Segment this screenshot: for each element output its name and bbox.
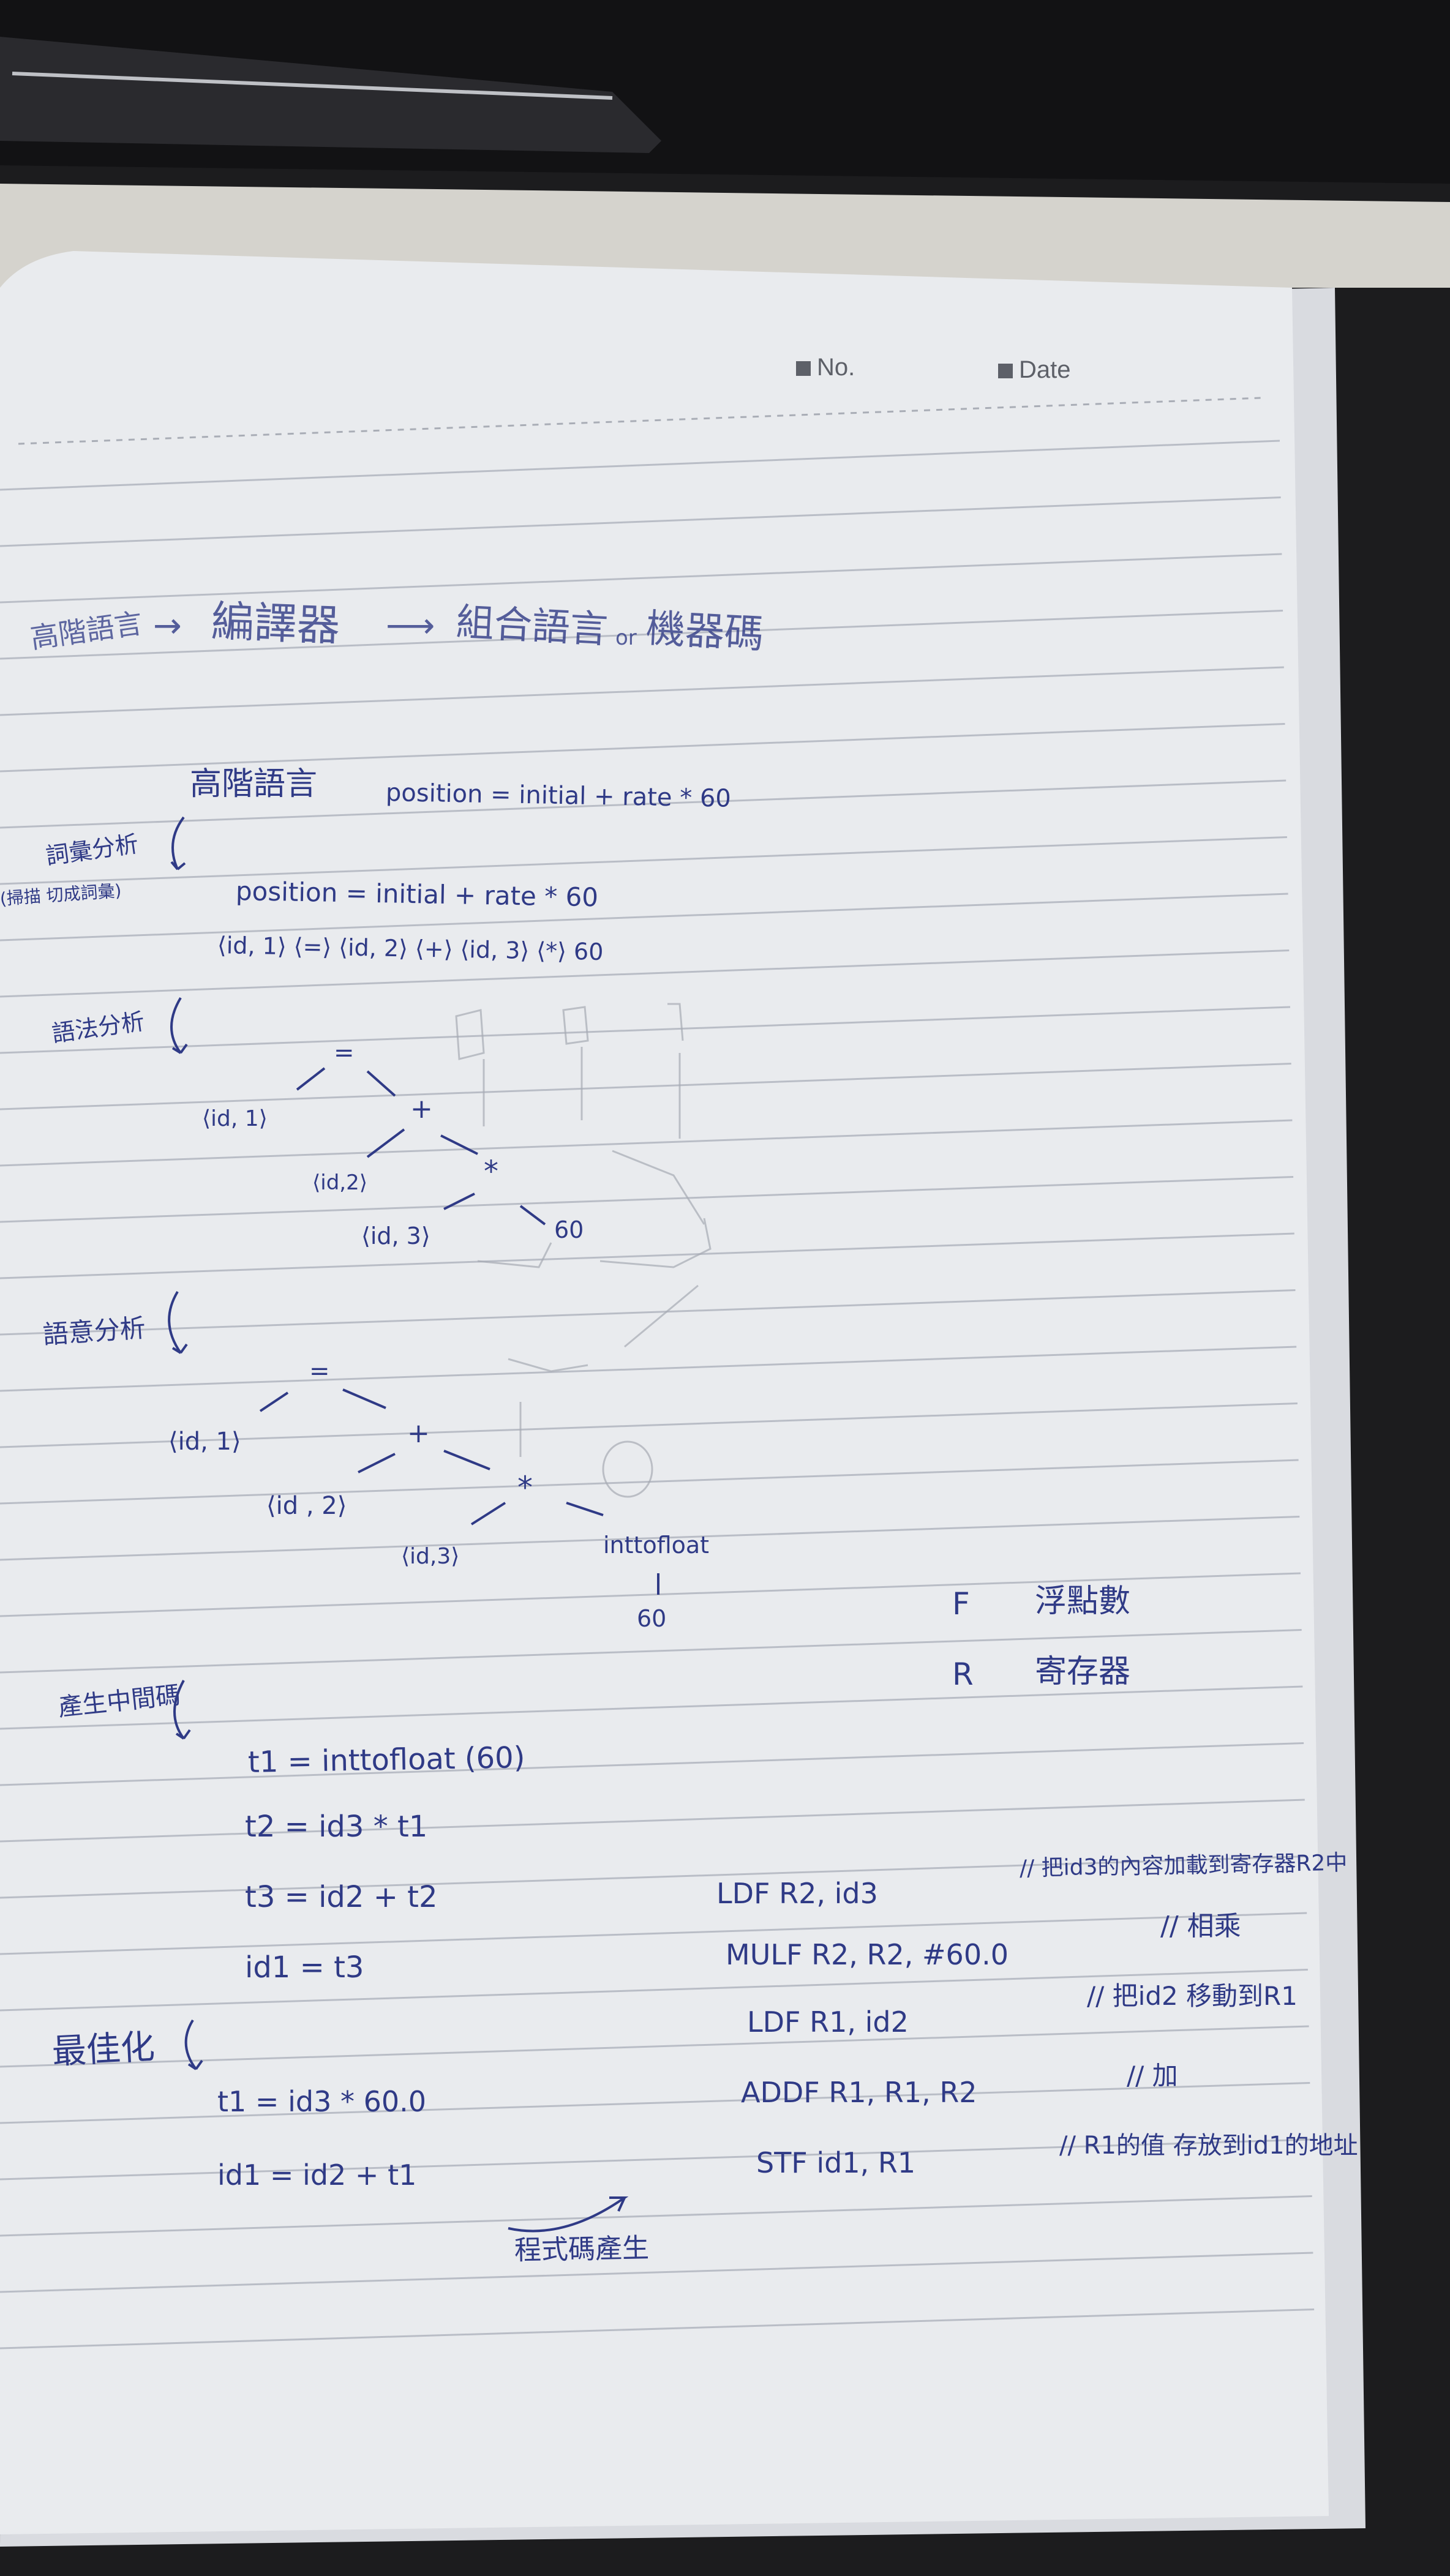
no-label: No. (796, 355, 855, 380)
ruled-line (0, 1402, 1298, 1448)
syntax-node-star: * (484, 1155, 498, 1189)
ruled-line (0, 1742, 1304, 1786)
ruled-line (0, 1855, 1306, 1899)
syntax-node-num: 60 (554, 1216, 584, 1243)
ruled-line (0, 1912, 1307, 1955)
notebook-page (0, 251, 1329, 2534)
intermediate-line-3: t3 = id2 + t2 (245, 1880, 438, 1914)
ruled-line (0, 666, 1284, 716)
codegen-instr-3: LDF R1, id2 (747, 2005, 909, 2039)
codegen-comment-5: // R1的值 存放到id1的地址 (1059, 2132, 1358, 2160)
ruled-lines (0, 440, 1315, 2349)
overview-machine-code: 機器碼 (645, 606, 765, 657)
optimization-label: 最佳化 (51, 2027, 156, 2072)
semantic-tree-edges (259, 1388, 659, 1595)
codegen-instr-1: LDF R2, id3 (716, 1877, 878, 1910)
ruled-line (0, 1346, 1297, 1392)
intermediate-line-1: t1 = inttofloat (60) (247, 1740, 525, 1780)
syntax-node-id2: ⟨id,2⟩ (312, 1170, 367, 1195)
syntax-tree-edges (296, 1067, 546, 1226)
ruled-line (0, 440, 1280, 491)
ruled-line (0, 2195, 1312, 2237)
optimization-line-2: id1 = id2 + t1 (217, 2159, 417, 2192)
overview-compiler: 編譯器 (210, 596, 341, 651)
ruled-line (0, 1516, 1300, 1561)
square-bullet-icon (998, 364, 1013, 379)
codegen-comment-4: // 加 (1127, 2061, 1178, 2091)
syntax-node-id3: ⟨id, 3⟩ (361, 1222, 430, 1249)
ruled-line (0, 496, 1281, 547)
overview-arrow-1: → (153, 606, 182, 646)
codegen-instr-2: MULF R2, R2, #60.0 (726, 1938, 1009, 1971)
ruled-line (0, 2138, 1312, 2181)
semantic-node-id2: ⟨id , 2⟩ (266, 1492, 347, 1520)
ruled-line (0, 553, 1282, 604)
ruled-line (0, 1799, 1305, 1843)
ruled-line (0, 1063, 1291, 1110)
semantic-node-id3: ⟨id,3⟩ (401, 1544, 460, 1569)
pencil-ghost-marks (455, 1003, 712, 1498)
semantic-node-plus: + (407, 1418, 430, 1449)
codegen-comment-3: // 把id2 移動到R1 (1087, 1981, 1298, 2011)
ruled-line (0, 2308, 1315, 2349)
ruled-line (0, 1969, 1308, 2012)
semantic-node-star: * (517, 1470, 533, 1505)
ruled-line (0, 836, 1287, 885)
ruled-line (0, 1119, 1293, 1167)
date-label: Date (998, 358, 1071, 382)
ruled-line (0, 1685, 1303, 1730)
ruled-line (0, 1006, 1291, 1054)
ruled-line (0, 723, 1285, 773)
semantic-node-root: = (309, 1357, 330, 1385)
semantic-node-id1: ⟨id, 1⟩ (168, 1428, 241, 1456)
source-code: position = initial + rate * 60 (385, 779, 732, 813)
ruled-line (0, 1572, 1301, 1617)
legend-r-value: 寄存器 (1035, 1653, 1131, 1690)
codegen-comment-2: // 相乘 (1160, 1911, 1241, 1942)
source-label: 高階語言 (190, 766, 318, 803)
lexical-tokens: ⟨id, 1⟩ ⟨=⟩ ⟨id, 2⟩ ⟨+⟩ ⟨id, 3⟩ ⟨*⟩ 60 (217, 932, 604, 965)
syntax-node-root: = (334, 1039, 355, 1067)
semantic-node-num: 60 (637, 1605, 667, 1632)
codegen-label: 程式碼產生 (514, 2233, 650, 2266)
semantic-node-conv: inttofloat (603, 1532, 710, 1559)
ruled-line (0, 949, 1290, 998)
phase-arrows (168, 816, 629, 2233)
codegen-comment-1: // 把id3的內容加載到寄存器R2中 (1019, 1850, 1348, 1881)
syntax-node-id1: ⟨id, 1⟩ (202, 1106, 268, 1131)
overview-arrow-2: ⟶ (386, 606, 435, 646)
legend-f-value: 浮點數 (1035, 1583, 1131, 1620)
ruled-line (0, 1289, 1296, 1336)
codegen-instr-5: STF id1, R1 (756, 2146, 916, 2179)
overview-assembly: 組合語言 (455, 599, 609, 652)
square-bullet-icon (796, 361, 811, 376)
codegen-instr-4: ADDF R1, R1, R2 (741, 2076, 977, 2109)
ruled-line (0, 2025, 1309, 2068)
ruled-line (0, 2082, 1310, 2124)
ruled-line (0, 610, 1283, 660)
ruled-line (0, 779, 1287, 829)
ruled-line (0, 1629, 1302, 1674)
legend-f-key: F (952, 1586, 970, 1622)
ruled-line (0, 1176, 1294, 1223)
syntax-node-plus: + (410, 1093, 433, 1125)
optimization-line-1: t1 = id3 * 60.0 (217, 2085, 427, 2118)
legend-r-key: R (952, 1657, 974, 1692)
intermediate-line-2: t2 = id3 * t1 (245, 1810, 428, 1844)
ruled-line (0, 1232, 1294, 1279)
lexical-code: position = initial + rate * 60 (235, 876, 599, 913)
semantic-label: 語意分析 (42, 1312, 147, 1350)
ruled-line (0, 2252, 1313, 2293)
intermediate-line-4: id1 = t3 (245, 1950, 364, 1985)
overview-or: or (615, 626, 637, 650)
ruled-line (0, 893, 1288, 942)
